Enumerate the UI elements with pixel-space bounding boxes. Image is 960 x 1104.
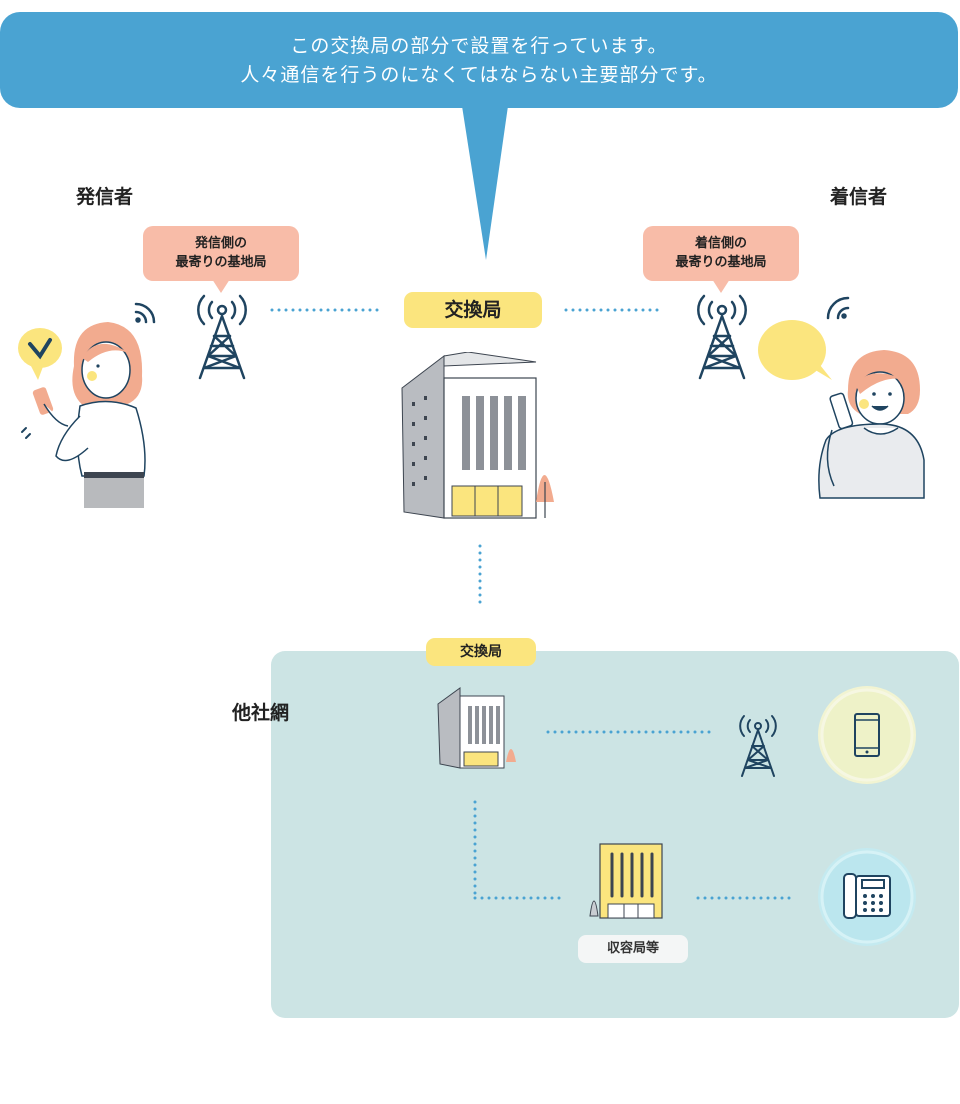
sender-person-illustration — [18, 302, 156, 508]
other-exchange-label: 交換局 — [426, 638, 536, 666]
main-exchange-label: 交換局 — [404, 292, 542, 328]
accommodation-office-building — [589, 843, 663, 919]
landline-phone-circle — [818, 848, 916, 946]
accommodation-office-label: 収容局等 — [578, 935, 688, 963]
check-bubble-icon — [18, 328, 62, 380]
sender-label: 発信者 — [76, 186, 134, 208]
callout-pointer — [462, 106, 508, 260]
receiver-tower-icon — [697, 294, 747, 380]
network-tower-icon — [739, 715, 777, 777]
callout-line-1: この交換局の部分で設置を行っています。 — [290, 35, 668, 57]
receiver-base-line-2: 最寄りの基地局 — [675, 255, 767, 270]
sender-tower-icon — [197, 294, 247, 380]
receiver-base-line-1: 着信側の — [694, 236, 747, 251]
main-exchange-building — [401, 352, 554, 519]
explanation-callout: この交換局の部分で設置を行っています。 人々通信を行うのになくてはならない主要部… — [0, 12, 958, 108]
receiver-signal-icon — [826, 296, 850, 320]
callout-line-2: 人々通信を行うのになくてはならない主要部分です。 — [240, 64, 718, 86]
other-network-label: 他社網 — [232, 702, 290, 724]
receiver-label: 着信者 — [830, 186, 888, 208]
mobile-phone-circle — [818, 686, 916, 784]
receiver-bubble-tail — [712, 279, 730, 293]
sender-signal-icon — [134, 302, 156, 324]
sender-bubble-tail — [212, 279, 230, 293]
speech-bubble-icon — [758, 320, 832, 380]
receiver-person-illustration — [758, 296, 925, 499]
other-exchange-building — [437, 687, 516, 769]
sender-base-line-2: 最寄りの基地局 — [175, 255, 267, 270]
smartphone-icon — [854, 713, 880, 757]
sender-base-line-1: 発信側の — [194, 236, 247, 251]
desk-phone-icon — [843, 873, 891, 919]
sender-base-station-bubble: 発信側の 最寄りの基地局 — [143, 226, 299, 281]
receiver-base-station-bubble: 着信側の 最寄りの基地局 — [643, 226, 799, 281]
